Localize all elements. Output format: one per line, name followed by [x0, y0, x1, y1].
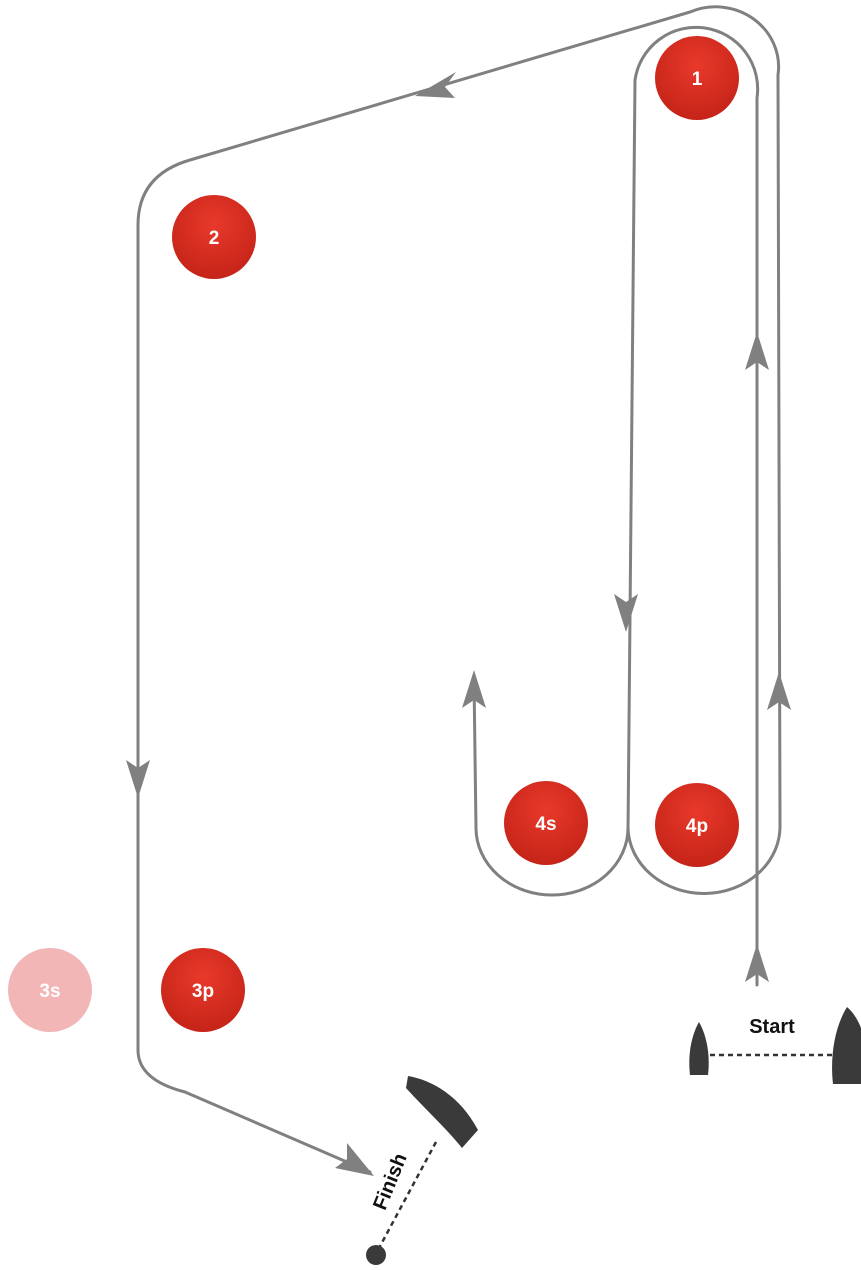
arrow-down-to-3	[126, 760, 150, 798]
svg-text:3s: 3s	[39, 981, 60, 1002]
start-pin-boat-icon	[689, 1022, 709, 1075]
route-main-loop	[136, 5, 782, 1174]
svg-text:3p: 3p	[192, 981, 214, 1002]
arrow-up-from-start	[745, 944, 769, 982]
arrow-up-after-4p	[767, 672, 791, 710]
finish-committee-boat-icon	[406, 1076, 478, 1148]
route-gate-4s	[472, 678, 630, 897]
start-label: Start	[749, 1016, 795, 1038]
start-committee-boat-icon	[832, 1007, 861, 1084]
finish-pin-icon	[366, 1245, 386, 1265]
arrow-up-after-4s	[462, 670, 486, 708]
mark-3p: 3p	[161, 948, 245, 1032]
svg-text:2: 2	[209, 228, 220, 249]
arrow-left-leg-1-2	[415, 72, 456, 98]
mark-2: 2	[172, 195, 256, 279]
mark-4p: 4p	[655, 783, 739, 867]
arrow-to-finish	[335, 1143, 374, 1176]
svg-text:4s: 4s	[535, 814, 556, 835]
finish-label: Finish	[369, 1150, 411, 1213]
mark-3s: 3s	[8, 948, 92, 1032]
route-start-to-mark-1	[626, 25, 760, 987]
arrow-down-to-4	[614, 594, 638, 632]
start-line: Start	[689, 1007, 861, 1084]
svg-text:4p: 4p	[686, 816, 708, 837]
mark-1: 1	[655, 36, 739, 120]
arrow-up-start-leg	[745, 332, 769, 370]
mark-4s: 4s	[504, 781, 588, 865]
svg-text:1: 1	[692, 69, 703, 90]
finish-line: Finish	[366, 1076, 478, 1265]
